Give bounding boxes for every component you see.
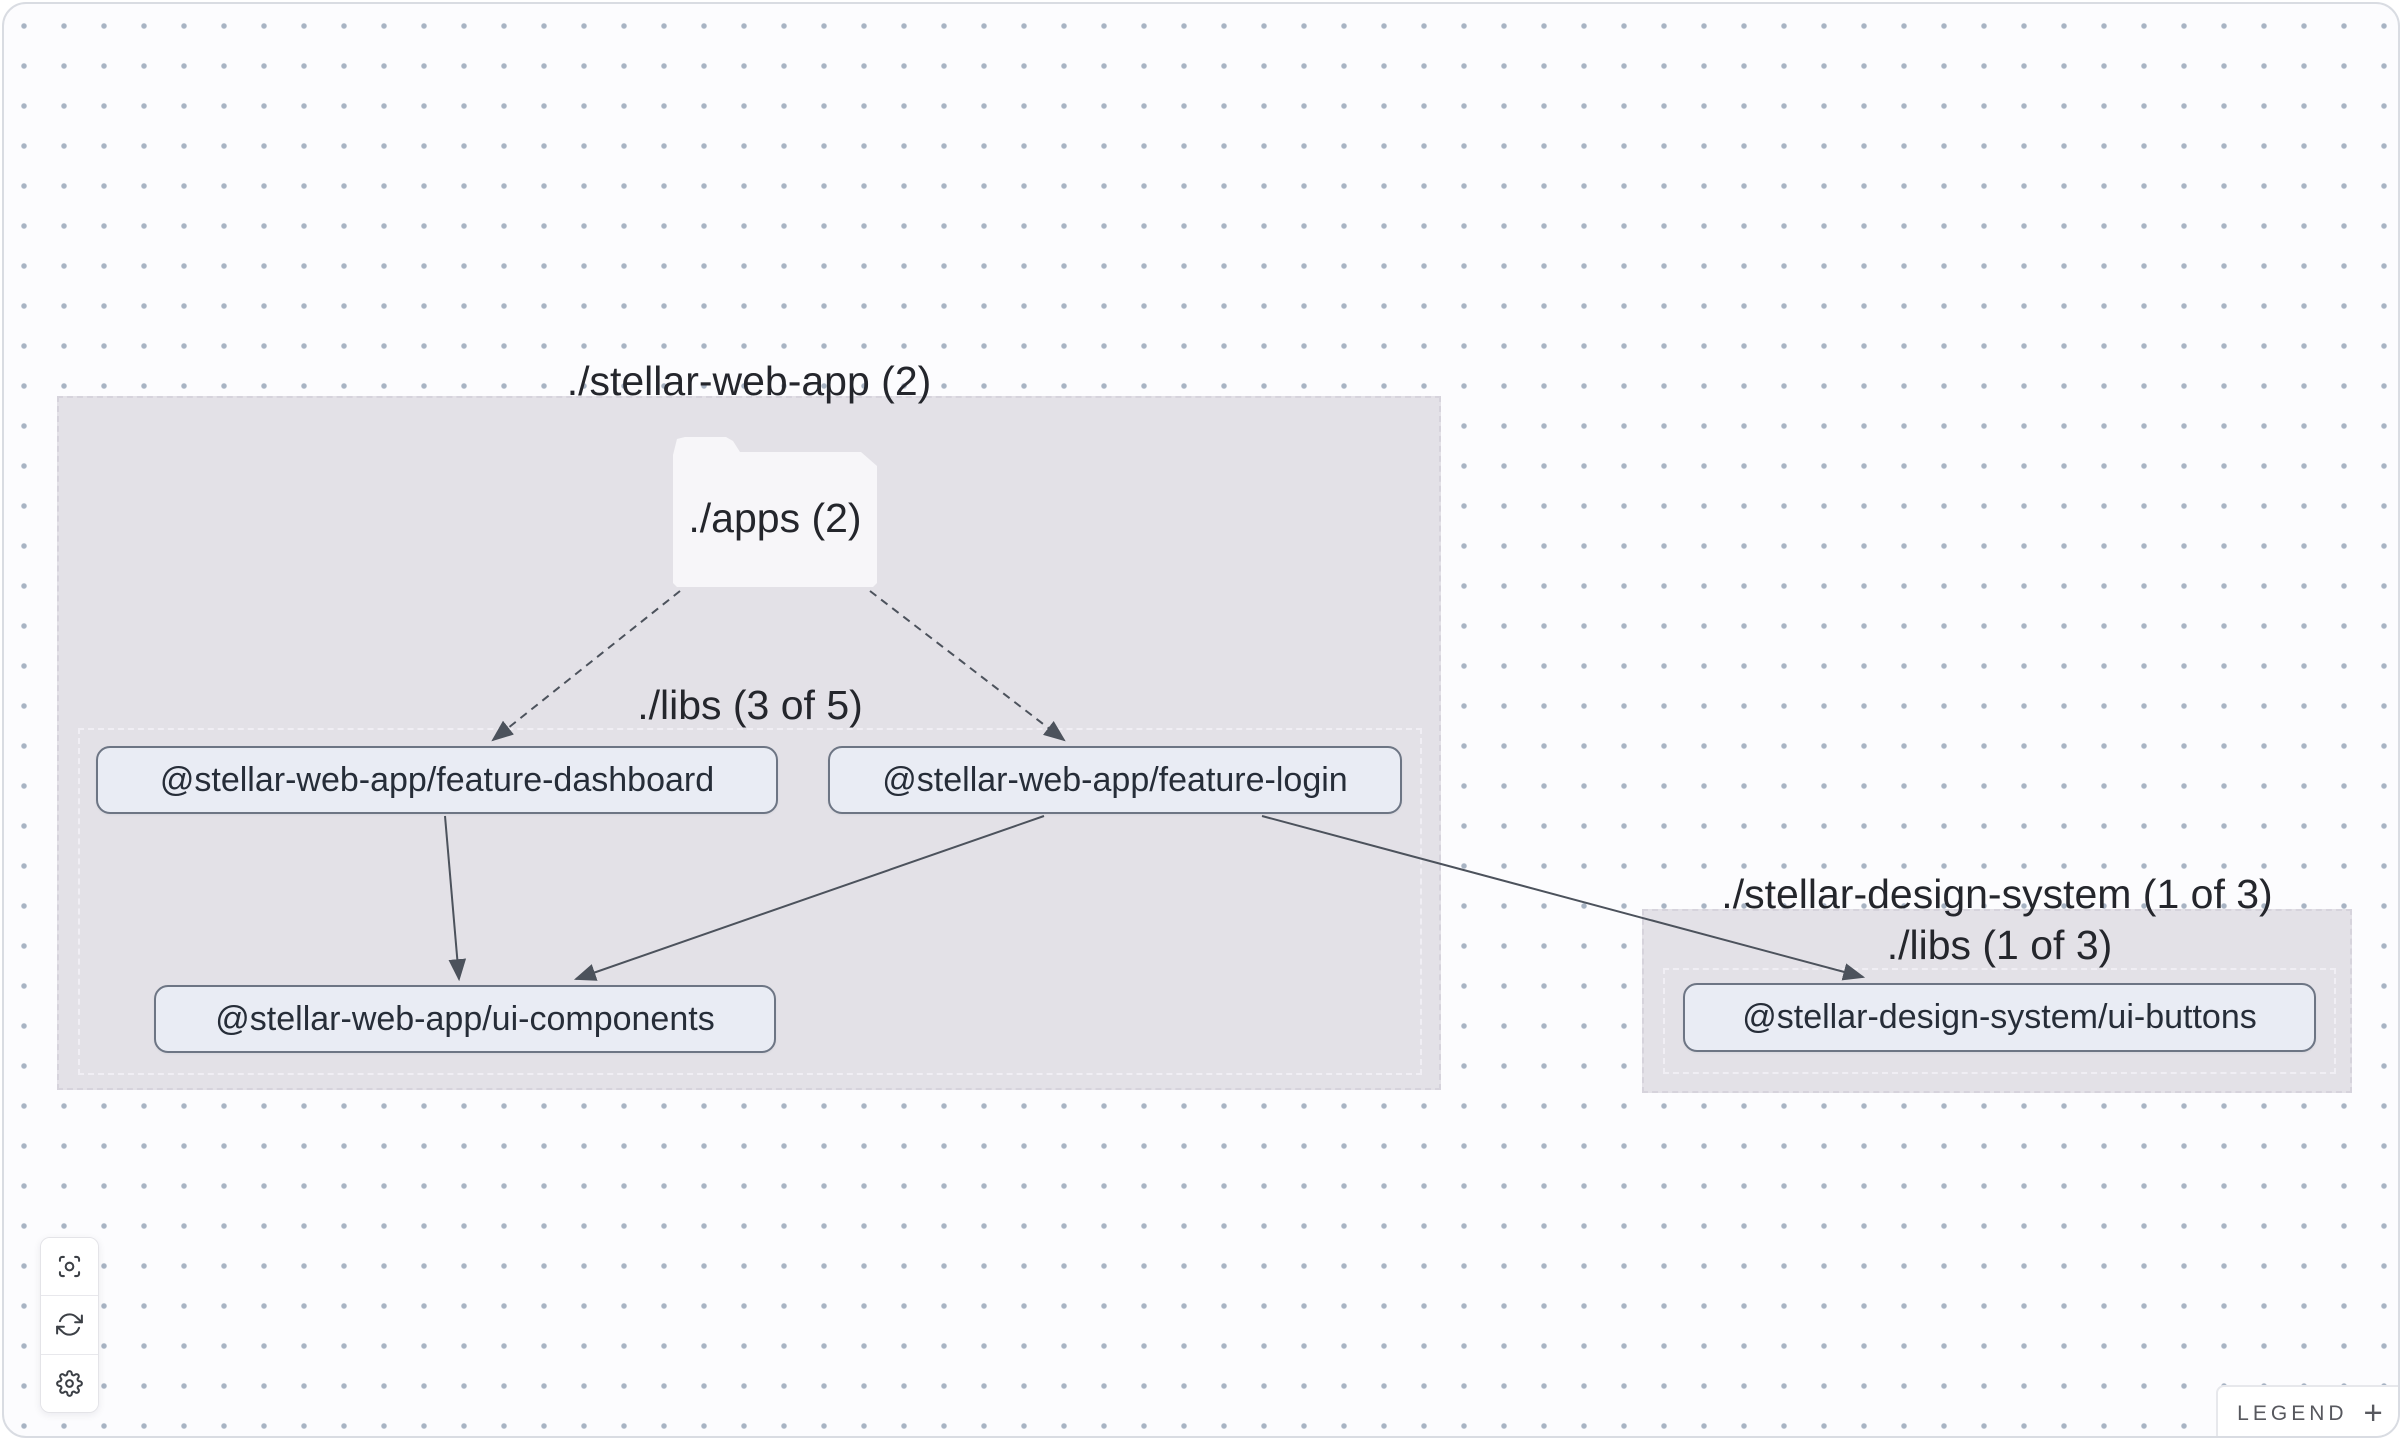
plus-icon: + — [2363, 1393, 2383, 1431]
subcluster-label-design-system-libs: ./libs (1 of 3) — [1886, 921, 2113, 968]
refresh-button[interactable] — [41, 1295, 98, 1354]
node-ui-components[interactable]: @stellar-web-app/ui-components — [154, 985, 776, 1053]
node-ui-buttons[interactable]: @stellar-design-system/ui-buttons — [1683, 983, 2316, 1052]
cluster-label-stellar-design-system: ./stellar-design-system (1 of 3) — [1721, 870, 2273, 917]
node-feature-login[interactable]: @stellar-web-app/feature-login — [828, 746, 1402, 814]
subcluster-label-web-app-libs: ./libs (3 of 5) — [637, 681, 863, 728]
graph-control-rail — [40, 1237, 99, 1413]
node-ui-components-label: @stellar-web-app/ui-components — [215, 999, 715, 1038]
cluster-label-stellar-web-app: ./stellar-web-app (2) — [566, 357, 932, 404]
node-ui-buttons-label: @stellar-design-system/ui-buttons — [1742, 998, 2257, 1036]
folder-node-apps[interactable]: ./apps (2) — [673, 437, 877, 587]
refresh-cycle-icon — [56, 1311, 83, 1338]
settings-button[interactable] — [41, 1353, 98, 1412]
focus-button[interactable] — [41, 1238, 98, 1296]
legend-toggle[interactable]: LEGEND + — [2216, 1385, 2398, 1436]
gear-icon — [56, 1369, 83, 1397]
node-feature-dashboard[interactable]: @stellar-web-app/feature-dashboard — [96, 746, 778, 814]
crosshair-scan-icon — [56, 1253, 83, 1280]
legend-label: LEGEND — [2237, 1401, 2348, 1425]
folder-node-apps-label: ./apps (2) — [688, 494, 862, 541]
node-feature-dashboard-label: @stellar-web-app/feature-dashboard — [159, 760, 715, 799]
subcluster-design-system-libs: ./libs (1 of 3) — [1663, 922, 2336, 1074]
node-feature-login-label: @stellar-web-app/feature-login — [882, 760, 1348, 799]
